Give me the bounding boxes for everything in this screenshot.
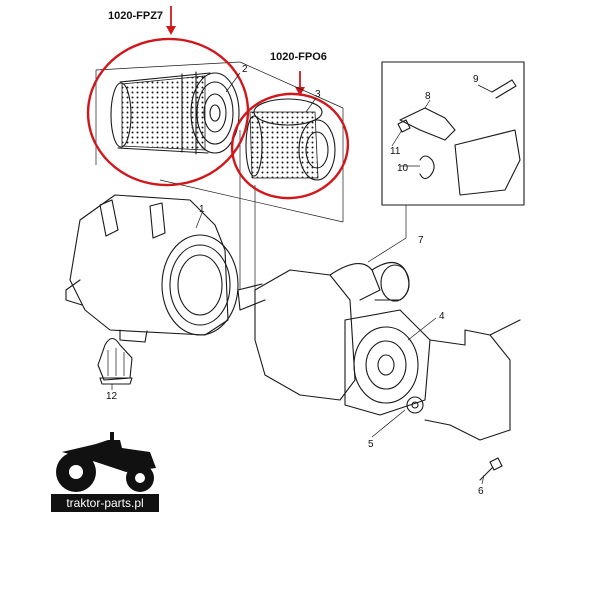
callout-1: 1 bbox=[199, 204, 205, 215]
callout-7: 7 bbox=[418, 235, 424, 246]
intake-assembly bbox=[237, 261, 431, 416]
callout-12: 12 bbox=[106, 391, 118, 402]
callout-9: 9 bbox=[473, 74, 479, 85]
bolt bbox=[479, 457, 503, 481]
outer-filter-element bbox=[110, 71, 240, 155]
arrow-down-icon bbox=[295, 71, 305, 96]
part-code-outer-filter: 1020-FPZ7 bbox=[108, 10, 163, 22]
tractor-icon bbox=[56, 432, 156, 492]
callout-6: 6 bbox=[478, 486, 484, 497]
arrow-down-icon bbox=[166, 6, 176, 35]
callout-2: 2 bbox=[242, 64, 248, 75]
mounting-bracket bbox=[424, 319, 521, 441]
clamp bbox=[406, 396, 424, 414]
callout-10: 10 bbox=[397, 163, 409, 174]
part-code-inner-filter: 1020-FPO6 bbox=[270, 51, 327, 63]
callout-3: 3 bbox=[315, 89, 321, 100]
callout-8: 8 bbox=[425, 91, 431, 102]
callout-4: 4 bbox=[439, 311, 445, 322]
highlight-outer-filter bbox=[86, 37, 250, 187]
air-cleaner-housing bbox=[65, 194, 239, 343]
leader-lines bbox=[111, 72, 493, 485]
inset-detail bbox=[381, 61, 525, 206]
callout-11: 11 bbox=[390, 146, 401, 157]
dust-valve bbox=[97, 337, 133, 385]
inner-filter-element bbox=[245, 98, 336, 181]
callout-5: 5 bbox=[368, 439, 374, 450]
brand-label: traktor-parts.pl bbox=[51, 494, 159, 512]
highlight-inner-filter bbox=[230, 92, 350, 200]
